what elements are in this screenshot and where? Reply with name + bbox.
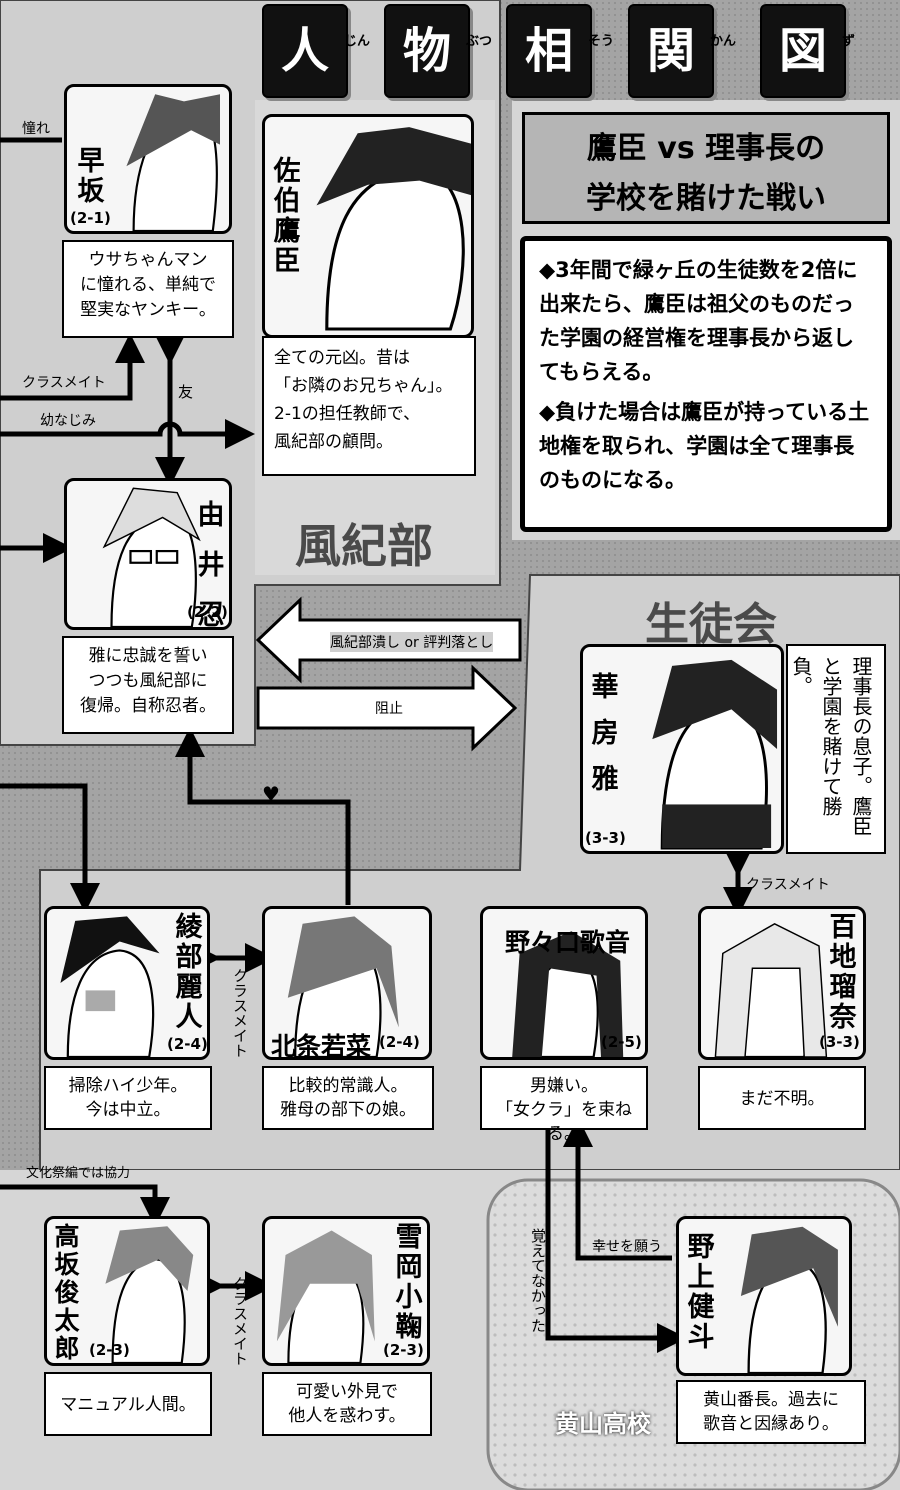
class-houjou: (2-4) bbox=[379, 1033, 420, 1051]
desc-yui: 雅に忠誠を誓い つつも風紀部に 復帰。自称忍者。 bbox=[62, 636, 234, 734]
battle-line-2: 学校を賭けた戦い bbox=[586, 181, 826, 216]
character-face-icon bbox=[287, 916, 399, 1057]
class-nonoguchi: (2-5) bbox=[601, 1033, 642, 1051]
portrait-yukioka: 雪岡小鞠 (2-3) bbox=[262, 1216, 430, 1366]
title-char-1: 人 bbox=[262, 4, 348, 98]
class-yui: (2-2) bbox=[187, 603, 228, 621]
desc-nonoguchi: 男嫌い。 「女クラ」を束ねる。 bbox=[480, 1066, 648, 1144]
name-nonoguchi: 野々口歌音 bbox=[505, 928, 631, 957]
rel-classmate-4: クラスメイト bbox=[231, 1276, 249, 1366]
rel-akogare: 憧れ bbox=[22, 121, 50, 137]
title-ruby-3: そう bbox=[588, 34, 615, 49]
character-face-icon bbox=[316, 127, 471, 331]
desc-saeki: 全ての元凶。昔は 「お隣のお兄ちゃん」。 2-1の担任教師で、 風紀部の顧問。 bbox=[262, 336, 476, 476]
name-saeki: 佐伯鷹臣 bbox=[273, 156, 301, 277]
portrait-nonoguchi: 野々口歌音 (2-5) bbox=[480, 906, 648, 1060]
name-hayasaka: 早坂 bbox=[77, 146, 105, 207]
title-char-3: 相 bbox=[506, 4, 592, 98]
section-fuuki: 風紀部 bbox=[295, 519, 433, 573]
battle-header: 鷹臣 vs 理事長の 学校を賭けた戦い bbox=[522, 112, 890, 224]
class-ayabe: (2-4) bbox=[167, 1035, 208, 1053]
portrait-ayabe: 綾部麗人 (2-4) bbox=[44, 906, 210, 1060]
section-kizan: 黄山高校 bbox=[555, 1410, 651, 1438]
character-face-icon bbox=[105, 1226, 194, 1363]
portrait-yui: 由井忍 (2-2) bbox=[64, 478, 232, 630]
battle-rule-2: ◆負けた場合は鷹臣が持っている土地権を取られ、学園は全て理事長のものになる。 bbox=[539, 400, 870, 492]
rel-tsubushi: 風紀部潰し or 評判落とし bbox=[330, 632, 494, 652]
class-hanabusa: (3-3) bbox=[585, 829, 626, 847]
rel-classmate-1: クラスメイト bbox=[22, 375, 106, 391]
title-ruby-5: ず bbox=[842, 34, 856, 49]
rel-osananajimi: 幼なじみ bbox=[40, 413, 96, 429]
battle-line-1: 鷹臣 vs 理事長の bbox=[586, 131, 826, 166]
portrait-saeki: 佐伯鷹臣 bbox=[262, 114, 474, 338]
portrait-nogami: 野上健斗 bbox=[676, 1216, 852, 1376]
rel-bunkasai: 文化祭編では協力 bbox=[26, 1166, 131, 1181]
rel-classmate-2: クラスメイト bbox=[746, 877, 830, 893]
character-face-icon bbox=[126, 94, 220, 231]
portrait-hayasaka: 早坂 (2-1) bbox=[64, 84, 232, 234]
name-houjou: 北条若菜 bbox=[271, 1032, 372, 1060]
character-face-icon bbox=[102, 487, 201, 627]
name-hanabusa: 華房雅 bbox=[591, 672, 619, 795]
desc-houjou: 比較的常識人。 雅母の部下の娘。 bbox=[262, 1066, 434, 1130]
character-face-icon bbox=[276, 1230, 375, 1363]
title-ruby-1: じん bbox=[344, 34, 371, 49]
character-face-icon bbox=[740, 1226, 838, 1373]
title-ruby-4: かん bbox=[710, 34, 737, 49]
title-char-4: 関 bbox=[628, 4, 714, 98]
battle-rules: ◆3年間で緑ヶ丘の生徒数を2倍に出来たら、鷹臣は祖父のものだった学園の経営権を理… bbox=[520, 236, 892, 532]
name-nogami: 野上健斗 bbox=[687, 1232, 715, 1353]
name-yui: 由井忍 bbox=[197, 500, 225, 630]
rel-classmate-3: クラスメイト bbox=[231, 968, 249, 1058]
rel-shiawase: 幸せを願う bbox=[592, 1239, 662, 1255]
desc-hanabusa: 理事長の息子。鷹臣と学園を賭けて勝負。 bbox=[786, 644, 886, 854]
name-ayabe: 綾部麗人 bbox=[175, 912, 203, 1033]
name-yukioka: 雪岡小鞠 bbox=[395, 1222, 423, 1343]
desc-kousaka: マニュアル人間。 bbox=[44, 1372, 212, 1436]
name-momochi: 百地瑠奈 bbox=[829, 912, 857, 1033]
class-yukioka: (2-3) bbox=[383, 1341, 424, 1359]
desc-ayabe: 掃除ハイ少年。 今は中立。 bbox=[44, 1066, 212, 1130]
portrait-hanabusa: 華房雅 (3-3) bbox=[580, 644, 784, 854]
title-ruby-2: ぶつ bbox=[466, 34, 493, 49]
battle-rule-1: ◆3年間で緑ヶ丘の生徒数を2倍に出来たら、鷹臣は祖父のものだった学園の経営権を理… bbox=[539, 258, 858, 384]
desc-momochi: まだ不明。 bbox=[698, 1066, 866, 1130]
class-momochi: (3-3) bbox=[819, 1033, 860, 1051]
class-kousaka: (2-3) bbox=[89, 1341, 130, 1359]
character-face-icon bbox=[652, 659, 778, 850]
character-face-icon bbox=[714, 922, 828, 1057]
character-face-icon bbox=[60, 916, 160, 1057]
desc-nogami: 黄山番長。過去に 歌音と因縁あり。 bbox=[676, 1380, 866, 1444]
portrait-houjou: 北条若菜 (2-4) bbox=[262, 906, 432, 1060]
section-seito: 生徒会 bbox=[645, 599, 777, 650]
rel-heart: ♥ bbox=[262, 782, 280, 806]
name-kousaka: 高坂俊太郎 bbox=[54, 1222, 80, 1363]
soshi-arrow bbox=[256, 664, 518, 752]
rel-soshi: 阻止 bbox=[375, 701, 403, 717]
title-char-2: 物 bbox=[384, 4, 470, 98]
rel-tomo: 友 bbox=[176, 384, 194, 399]
desc-hayasaka: ウサちゃんマン に憧れる、単純で 堅実なヤンキー。 bbox=[62, 240, 234, 338]
desc-yukioka: 可愛い外見で 他人を惑わす。 bbox=[262, 1372, 432, 1436]
portrait-kousaka: 高坂俊太郎 (2-3) bbox=[44, 1216, 210, 1366]
title-char-5: 図 bbox=[760, 4, 846, 98]
class-hayasaka: (2-1) bbox=[70, 209, 111, 227]
portrait-momochi: 百地瑠奈 (3-3) bbox=[698, 906, 866, 1060]
character-face-icon bbox=[512, 931, 624, 1057]
rel-oboete: 覚えてなかった bbox=[529, 1228, 547, 1333]
